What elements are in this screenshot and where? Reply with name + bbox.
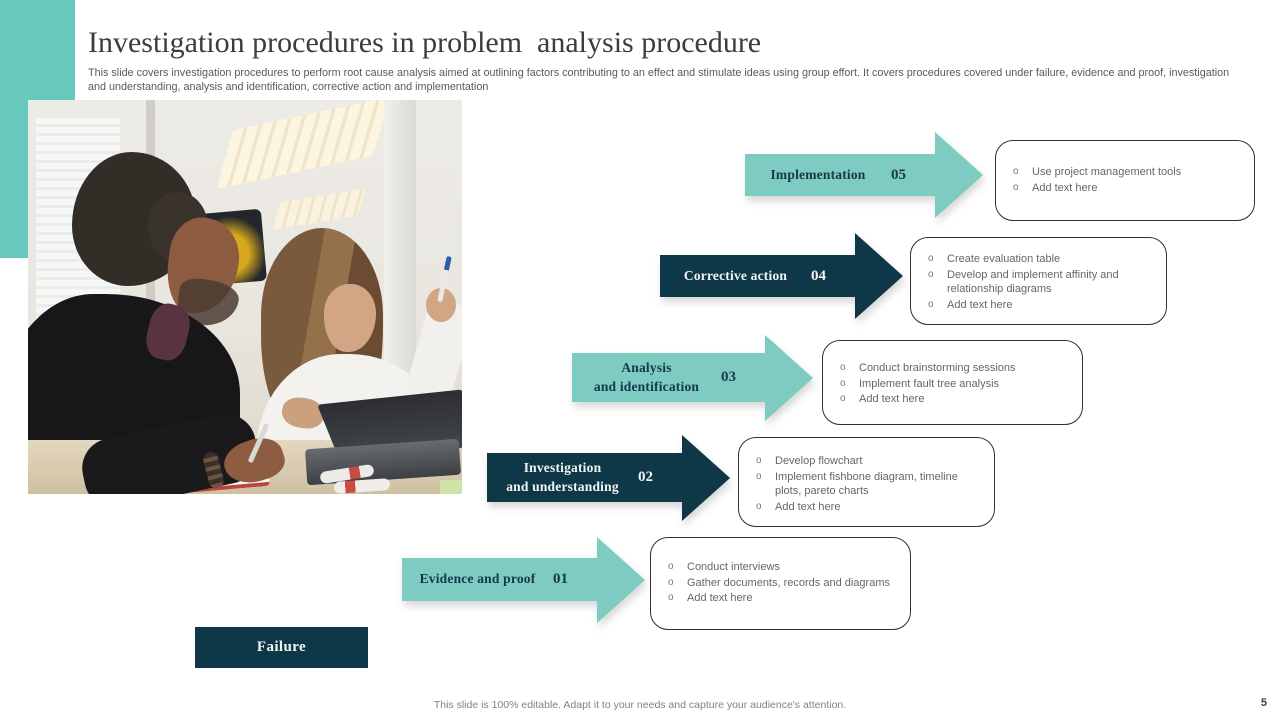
step-label-line1: Implementation	[770, 166, 866, 182]
bullet-item: Create evaluation table	[921, 252, 1152, 267]
callout-investigation-understanding: Develop flowchart Implement fishbone dia…	[738, 437, 995, 527]
team-photo	[28, 100, 462, 494]
bullet-item: Conduct interviews	[661, 560, 896, 575]
step-arrow-implementation: Implementation 05	[745, 132, 983, 218]
step-label-line2: and identification	[593, 378, 700, 394]
bullet-list: Conduct brainstorming sessions Implement…	[833, 361, 1068, 407]
step-label-line1: Corrective action	[683, 267, 788, 283]
step-label: Evidence and proof	[402, 570, 553, 588]
callout-implementation: Use project management tools Add text he…	[995, 140, 1255, 221]
bullet-item: Conduct brainstorming sessions	[833, 361, 1068, 376]
step-label: Analysis and identification	[572, 359, 721, 395]
step-number: 02	[638, 469, 653, 485]
step-number: 01	[553, 571, 568, 587]
step-arrow-evidence-proof: Evidence and proof 01	[402, 536, 645, 623]
arrow-head-icon	[597, 536, 645, 623]
arrow-head-icon	[682, 434, 730, 521]
step-number: 05	[891, 166, 906, 183]
step-arrow-body: Evidence and proof 01	[402, 536, 645, 623]
arrow-head-icon	[855, 233, 903, 319]
callout-evidence-proof: Conduct interviews Gather documents, rec…	[650, 537, 911, 630]
photo-ceiling-light-small	[272, 188, 366, 230]
bullet-item: Add text here	[749, 500, 980, 515]
callout-corrective-action: Create evaluation table Develop and impl…	[910, 237, 1167, 325]
bullet-item: Develop and implement affinity and relat…	[921, 268, 1152, 297]
callout-analysis-identification: Conduct brainstorming sessions Implement…	[822, 340, 1083, 425]
step-arrow-corrective-action: Corrective action 04	[660, 233, 903, 319]
footer-note: This slide is 100% editable. Adapt it to…	[433, 699, 847, 711]
step-label: Corrective action	[660, 267, 811, 285]
bullet-item: Implement fishbone diagram, timeline plo…	[749, 470, 980, 499]
page-title: Investigation procedures in problem anal…	[88, 26, 762, 59]
step-arrow-body: Corrective action 04	[660, 233, 903, 319]
failure-block: Failure	[195, 627, 368, 668]
bullet-list: Create evaluation table Develop and impl…	[921, 252, 1152, 312]
bullet-item: Add text here	[833, 392, 1068, 407]
step-label-line1: Investigation	[523, 460, 602, 476]
bullet-item: Use project management tools	[1006, 165, 1240, 180]
bullet-item: Add text here	[1006, 181, 1240, 196]
bullet-list: Use project management tools Add text he…	[1006, 165, 1240, 195]
step-arrow-analysis-identification: Analysis and identification 03	[572, 334, 813, 421]
bullet-list: Develop flowchart Implement fishbone dia…	[749, 454, 980, 514]
bullet-item: Implement fault tree analysis	[833, 377, 1068, 392]
bullet-item: Add text here	[661, 591, 896, 606]
step-number: 03	[721, 369, 736, 385]
step-arrow-body: Implementation 05	[745, 132, 983, 218]
photo-ceiling-light	[216, 100, 390, 190]
step-label-line1: Evidence and proof	[419, 571, 536, 587]
bullet-item: Gather documents, records and diagrams	[661, 576, 896, 591]
step-label: Investigation and understanding	[487, 459, 638, 495]
step-label-line2: and understanding	[506, 478, 619, 494]
page-number: 5	[1260, 697, 1267, 709]
slide-description: This slide covers investigation procedur…	[88, 67, 1230, 93]
bullet-item: Add text here	[921, 298, 1152, 313]
step-label: Implementation	[745, 166, 891, 184]
photo-sticky-note	[440, 480, 462, 494]
bullet-list: Conduct interviews Gather documents, rec…	[661, 560, 896, 606]
step-label-line1: Analysis	[621, 360, 672, 376]
step-arrow-body: Investigation and understanding 02	[487, 434, 730, 521]
arrow-head-icon	[935, 132, 983, 218]
step-number: 04	[811, 267, 826, 284]
step-arrow-body: Analysis and identification 03	[572, 334, 813, 421]
bullet-item: Develop flowchart	[749, 454, 980, 469]
step-arrow-investigation-understanding: Investigation and understanding 02	[487, 434, 730, 521]
arrow-head-icon	[765, 334, 813, 421]
photo-woman-face	[324, 284, 376, 352]
